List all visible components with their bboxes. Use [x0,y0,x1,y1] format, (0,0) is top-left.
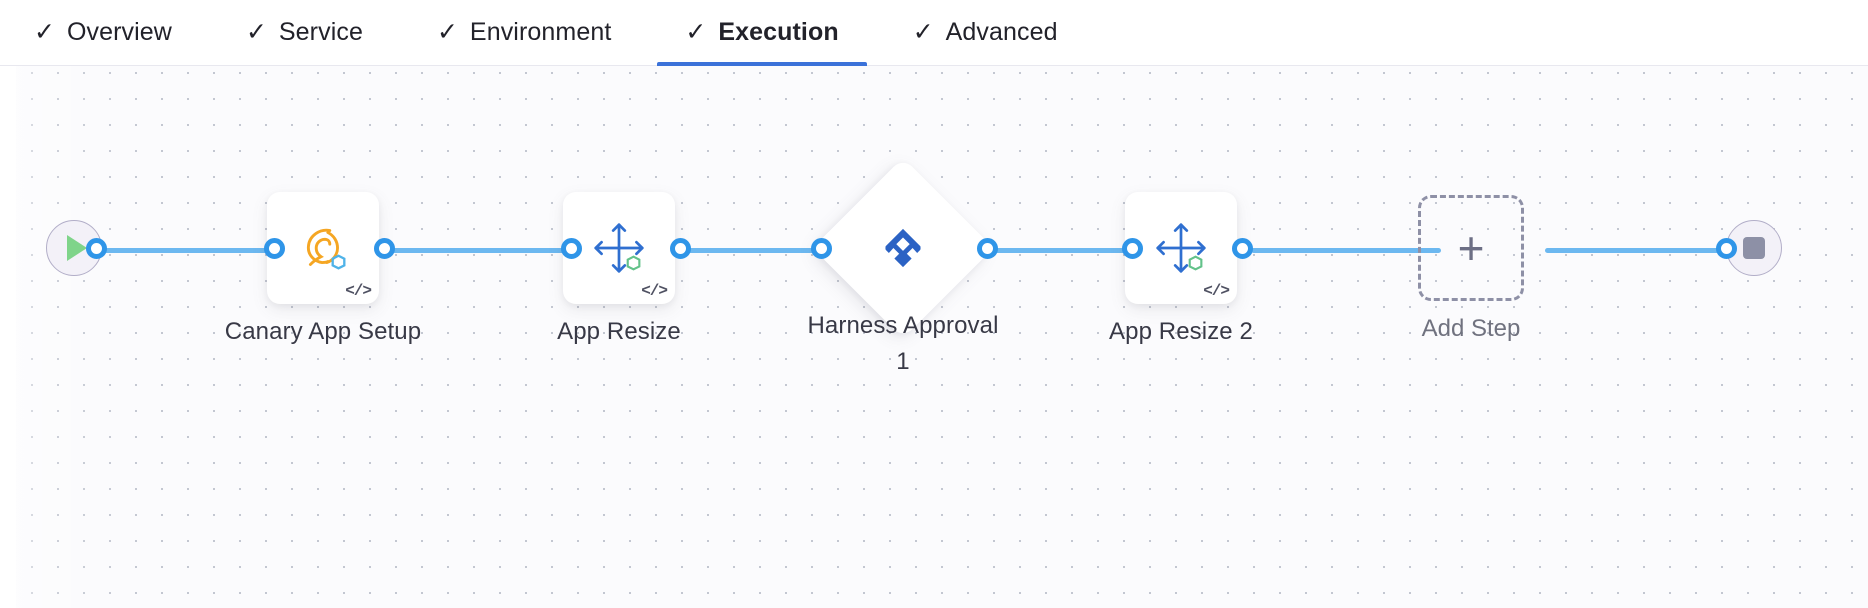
port-resize2-out[interactable] [1232,238,1253,259]
tab-environment-label: Environment [469,18,612,46]
canvas-left-edge [0,66,16,608]
step-label: App Resize 2 [1109,318,1253,345]
step-node-app-resize-2[interactable]: </> App Resize 2 [1109,192,1253,345]
port-resize2-in[interactable] [1122,238,1143,259]
add-step-label: Add Step [1421,315,1521,342]
code-badge-icon: </> [345,282,372,300]
tab-execution-label: Execution [718,18,839,46]
harness-logo-icon [880,225,926,271]
tab-overview-label: Overview [66,18,172,46]
check-icon: ✓ [912,18,934,46]
check-icon: ✓ [34,18,55,46]
stage-tab-bar: ✓ Overview ✓ Service ✓ Environment ✓ Exe… [0,0,1868,66]
port-approval-out[interactable] [977,238,998,259]
connector-resize2-to-addstep[interactable] [1251,248,1441,253]
step-card[interactable]: </> [1125,192,1237,304]
step-node-harness-approval-1[interactable]: Harness Approval 1 [807,157,998,375]
step-label: App Resize [557,318,681,345]
pipeline-rail: </> Canary App Setup [0,157,1868,375]
tab-service[interactable]: ✓ Service [246,0,397,66]
connector-resize-to-approval[interactable] [678,248,823,253]
connector-addstep-to-end[interactable] [1545,248,1725,253]
stop-icon [1743,237,1765,259]
connector-canary-to-resize[interactable] [390,248,580,253]
check-icon: ✓ [685,18,707,46]
play-icon [67,235,87,261]
port-canary-out[interactable] [374,238,395,259]
tab-service-label: Service [278,18,363,46]
port-approval-in[interactable] [811,238,832,259]
resize-arrows-icon [1150,217,1212,279]
port-canary-in[interactable] [264,238,285,259]
code-badge-icon: </> [641,282,668,300]
step-label: Canary App Setup [224,318,422,345]
add-step-node[interactable]: + Add Step [1418,195,1524,342]
canary-bird-icon [292,217,354,279]
step-card[interactable]: </> [563,192,675,304]
check-icon: ✓ [245,18,267,46]
resize-arrows-icon [588,217,650,279]
step-label: Harness Approval 1 [807,312,999,375]
step-node-canary-app-setup[interactable]: </> Canary App Setup [225,192,421,345]
port-start-out[interactable] [86,238,107,259]
code-badge-icon: </> [1203,282,1230,300]
step-node-app-resize[interactable]: </> App Resize [557,192,681,345]
tab-overview[interactable]: ✓ Overview [34,0,206,66]
port-resize-out[interactable] [670,238,691,259]
tab-environment[interactable]: ✓ Environment [437,0,645,66]
check-icon: ✓ [436,18,458,46]
tab-advanced-label: Advanced [945,18,1058,46]
tab-advanced[interactable]: ✓ Advanced [913,0,1092,66]
connector-start-to-canary[interactable] [95,248,275,253]
pipeline-canvas[interactable]: </> Canary App Setup [0,66,1868,608]
plus-icon: + [1457,222,1485,274]
port-end-in[interactable] [1716,238,1737,259]
tab-execution[interactable]: ✓ Execution [657,0,872,66]
port-resize-in[interactable] [561,238,582,259]
add-step-box[interactable]: + [1418,195,1524,301]
connector-approval-to-resize2[interactable] [988,248,1133,253]
step-card[interactable]: </> [267,192,379,304]
